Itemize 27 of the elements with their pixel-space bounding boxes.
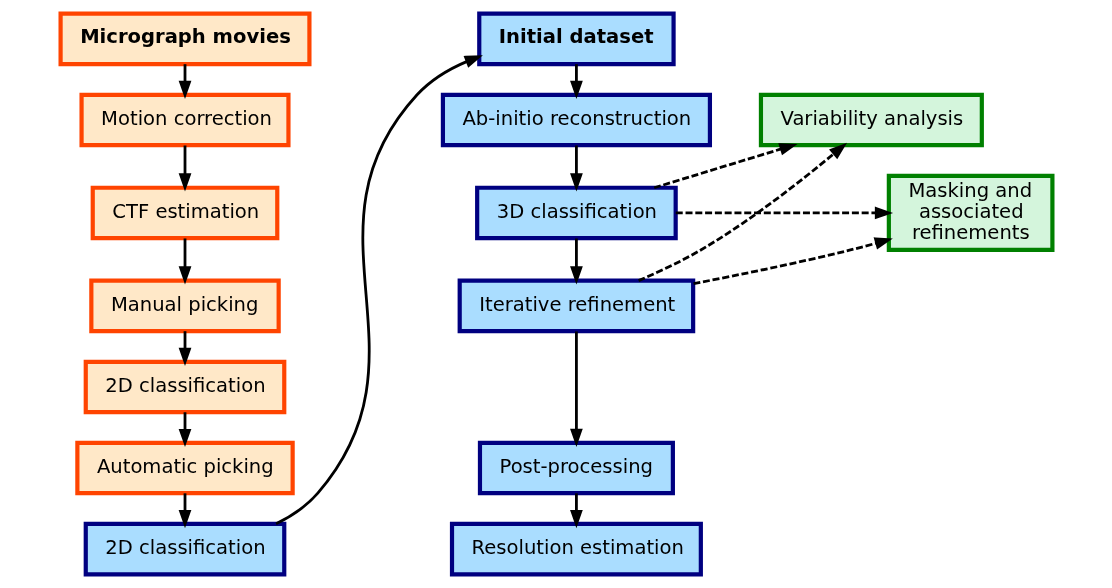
arrow — [653, 143, 798, 190]
arrow — [569, 331, 583, 447]
arrow — [569, 64, 583, 100]
node-box: 3D classification — [474, 185, 678, 241]
node-box: Manual picking — [88, 278, 281, 334]
node-box: Initial dataset — [476, 11, 676, 67]
node-box: Micrograph movies — [58, 11, 311, 67]
node-box: Ab-initio reconstruction — [440, 92, 712, 148]
arrow — [178, 145, 191, 192]
node-box: Iterative refinement — [457, 278, 695, 334]
node-box: 2D classification — [83, 521, 286, 577]
arrow — [637, 142, 847, 282]
node-box: Variability analysis — [758, 92, 984, 148]
arrow — [569, 493, 583, 529]
arrow — [692, 237, 893, 285]
node-box: Automatic picking — [74, 440, 295, 496]
arrow — [569, 145, 583, 192]
node-box: CTF estimation — [90, 185, 279, 241]
arrow — [569, 238, 583, 285]
node-box: Masking and associated refinements — [886, 173, 1054, 253]
arrow — [178, 238, 191, 285]
arrow — [274, 55, 483, 525]
node-box: Resolution estimation — [449, 521, 703, 577]
node-box: 2D classification — [83, 359, 286, 415]
node-box: Motion correction — [78, 92, 291, 148]
node-box: Post-processing — [477, 440, 675, 496]
arrow — [675, 206, 893, 220]
